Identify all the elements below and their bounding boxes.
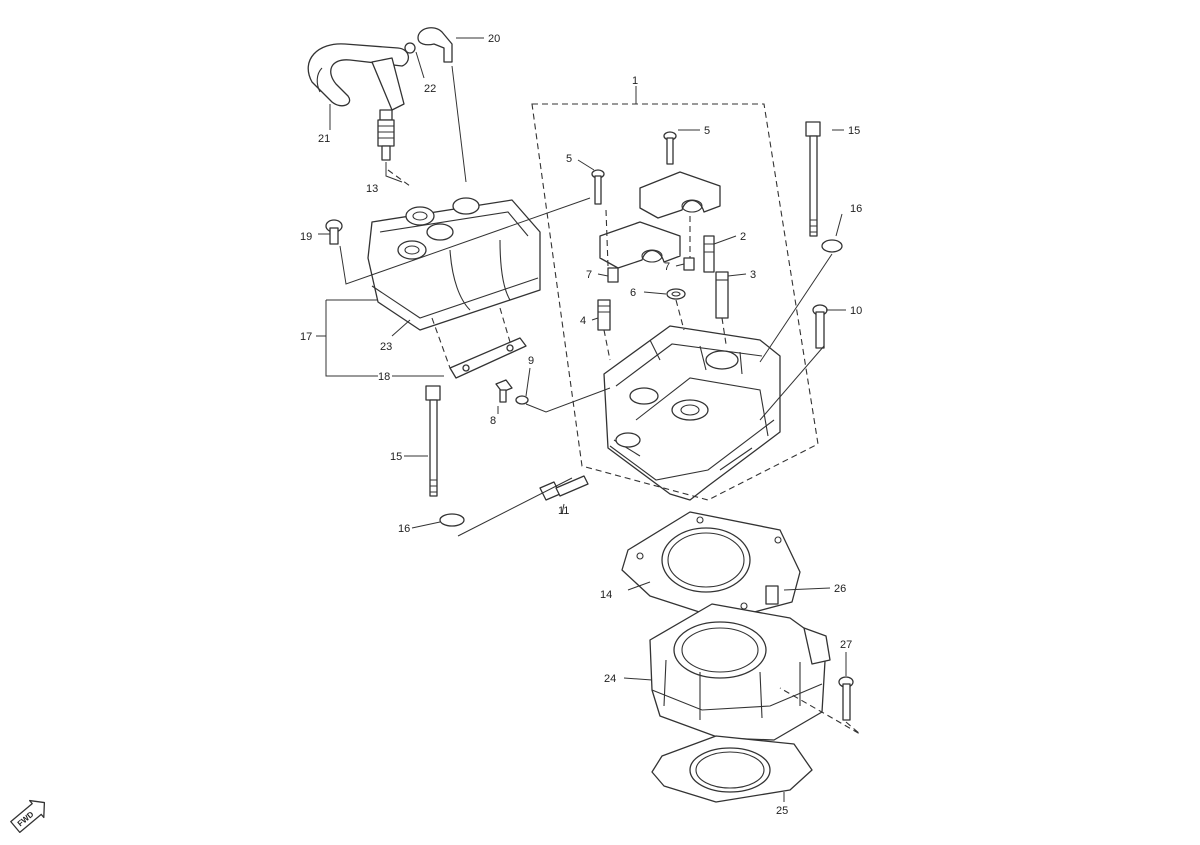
callout-8: 8 xyxy=(490,415,496,427)
callout-9: 9 xyxy=(528,355,534,367)
callout-7a: 7 xyxy=(586,269,592,281)
cam-cap-left xyxy=(599,221,681,269)
callout-13: 13 xyxy=(366,183,378,195)
guide-4 xyxy=(597,299,611,331)
valve-3 xyxy=(715,271,729,319)
callout-5a: 5 xyxy=(704,125,710,137)
callout-2: 2 xyxy=(740,231,746,243)
callout-18: 18 xyxy=(378,371,390,383)
valve-2 xyxy=(703,235,715,273)
callout-7b: 7 xyxy=(664,261,670,273)
spark-plug xyxy=(377,109,395,161)
callout-14: 14 xyxy=(600,589,612,601)
callout-26: 26 xyxy=(834,583,846,595)
callout-16b: 16 xyxy=(850,203,862,215)
head-gasket xyxy=(621,511,801,621)
callout-21: 21 xyxy=(318,133,330,145)
stud-11 xyxy=(539,475,589,501)
callout-1: 1 xyxy=(632,75,638,87)
callout-11: 11 xyxy=(558,505,569,517)
callout-16a: 16 xyxy=(398,523,410,535)
cam-cap-right xyxy=(639,171,721,219)
callout-25: 25 xyxy=(776,805,788,817)
leader-lines xyxy=(316,37,847,802)
callout-10: 10 xyxy=(850,305,862,317)
assembly-box xyxy=(531,103,819,501)
washer-16-right xyxy=(821,239,843,253)
callout-24: 24 xyxy=(604,673,616,685)
callout-23: 23 xyxy=(380,341,392,353)
callout-6: 6 xyxy=(630,287,636,299)
dowel-7a xyxy=(607,267,619,283)
washer-9 xyxy=(515,395,529,405)
base-gasket xyxy=(651,735,813,803)
callout-15a: 15 xyxy=(390,451,402,463)
seal-6 xyxy=(666,288,686,300)
elbow-fitting xyxy=(404,27,453,63)
callout-15b: 15 xyxy=(848,125,860,137)
bolt-10 xyxy=(812,304,828,349)
callout-22: 22 xyxy=(424,83,436,95)
callout-5b: 5 xyxy=(566,153,572,165)
dowel-26 xyxy=(765,585,779,605)
cylinder-bolt-right xyxy=(805,121,821,237)
cover-bracket xyxy=(449,337,527,379)
bolt-8 xyxy=(495,379,513,403)
cylinder-bolt-left xyxy=(425,385,441,497)
bolt-5-right xyxy=(663,131,677,165)
callout-3: 3 xyxy=(750,269,756,281)
bolt-27 xyxy=(838,676,854,721)
breather-hose xyxy=(307,43,409,111)
callout-4: 4 xyxy=(580,315,586,327)
fwd-arrow-badge: FWD xyxy=(10,799,46,834)
dowel-7b xyxy=(683,257,695,271)
callout-20: 20 xyxy=(488,33,500,45)
alignment-dashes xyxy=(387,169,861,735)
callouts: 1 20 22 21 13 19 17 23 18 9 8 15 16 11 5… xyxy=(300,33,862,817)
callout-19: 19 xyxy=(300,231,312,243)
callout-17: 17 xyxy=(300,331,312,343)
callout-27: 27 xyxy=(840,639,852,651)
bolt-5-left xyxy=(591,169,605,205)
bolt-19 xyxy=(325,219,343,245)
valve-cover xyxy=(367,197,541,331)
cylinder-head xyxy=(603,325,781,501)
cylinder xyxy=(649,603,831,741)
washer-16-left xyxy=(439,513,465,527)
